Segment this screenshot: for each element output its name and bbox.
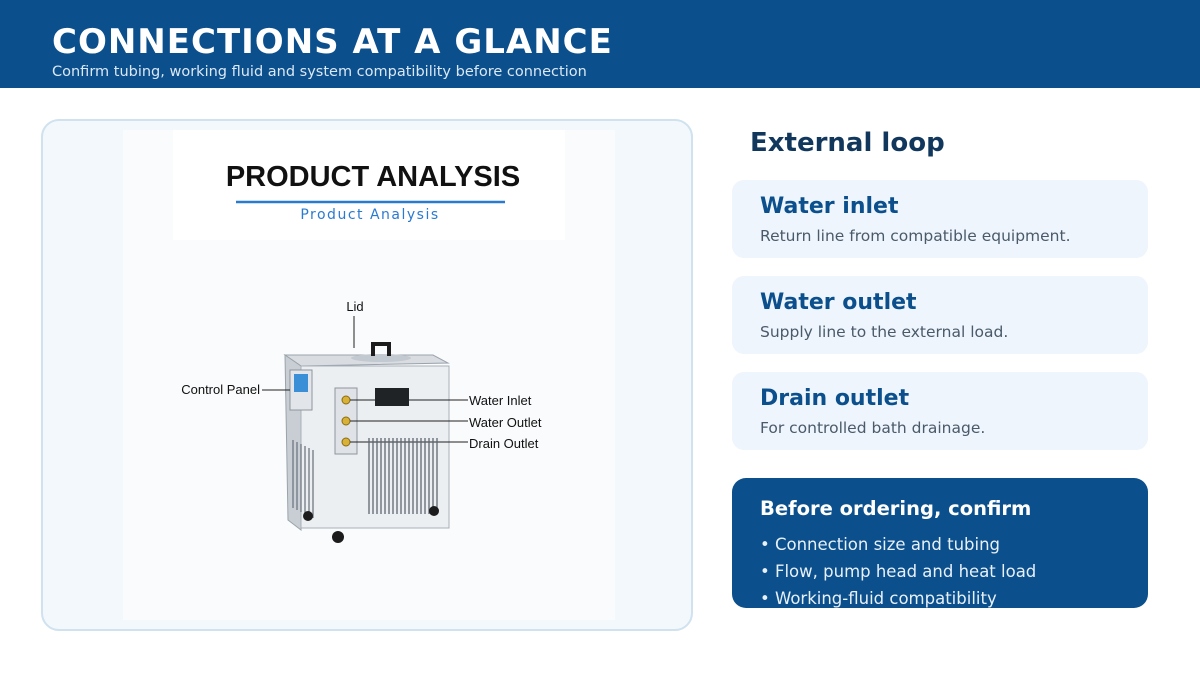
lid-handle — [371, 342, 391, 356]
callout-water-inlet: Water Inlet — [469, 393, 532, 408]
section-title-external-loop: External loop — [750, 128, 945, 158]
confirm-checklist-box: Before ordering, confirm • Connection si… — [732, 478, 1148, 608]
confirm-list: • Connection size and tubing • Flow, pum… — [760, 531, 1036, 612]
confirm-item: • Flow, pump head and heat load — [760, 562, 1037, 581]
chiller-illustration: PRODUCT ANALYSIS Product Analysis Lid Co… — [173, 130, 565, 543]
water-outlet-port — [341, 416, 351, 426]
page-subtitle: Confirm tubing, working fluid and system… — [52, 64, 587, 80]
callout-drain-outlet: Drain Outlet — [469, 436, 539, 451]
port-card-title: Drain outlet — [760, 386, 910, 411]
control-panel-screen — [294, 374, 308, 392]
confirm-item: • Connection size and tubing — [760, 535, 1001, 554]
side-vent — [292, 440, 314, 518]
port-card-description: Return line from compatible equipment. — [760, 227, 1071, 245]
callout-lid: Lid — [346, 299, 363, 314]
product-photo: PRODUCT ANALYSIS Product Analysis Lid Co… — [123, 130, 615, 620]
port-card-drain-outlet: Drain outlet For controlled bath drainag… — [732, 372, 1148, 450]
product-analysis-heading: PRODUCT ANALYSIS — [226, 161, 520, 193]
port-card-title: Water outlet — [760, 290, 917, 315]
casters — [303, 506, 439, 543]
front-handle — [375, 388, 409, 406]
water-inlet-port — [341, 395, 351, 405]
confirm-title: Before ordering, confirm — [760, 497, 1032, 520]
port-card-description: For controlled bath drainage. — [760, 419, 986, 437]
port-card-title: Water inlet — [760, 194, 899, 219]
product-image-panel: PRODUCT ANALYSIS Product Analysis Lid Co… — [41, 119, 693, 631]
drain-outlet-port — [341, 437, 351, 447]
product-analysis-subheading: Product Analysis — [300, 207, 439, 223]
port-card-water-inlet: Water inlet Return line from compatible … — [732, 180, 1148, 258]
callout-control-panel: Control Panel — [181, 382, 260, 397]
port-card-water-outlet: Water outlet Supply line to the external… — [732, 276, 1148, 354]
header-bar: CONNECTIONS AT A GLANCE Confirm tubing, … — [0, 0, 1200, 88]
lid-disc — [351, 354, 411, 362]
page-title: CONNECTIONS AT A GLANCE — [52, 22, 613, 62]
confirm-item: • Working-fluid compatibility — [760, 589, 997, 608]
callout-water-outlet: Water Outlet — [469, 415, 542, 430]
port-card-description: Supply line to the external load. — [760, 323, 1009, 341]
front-grille — [368, 438, 438, 514]
